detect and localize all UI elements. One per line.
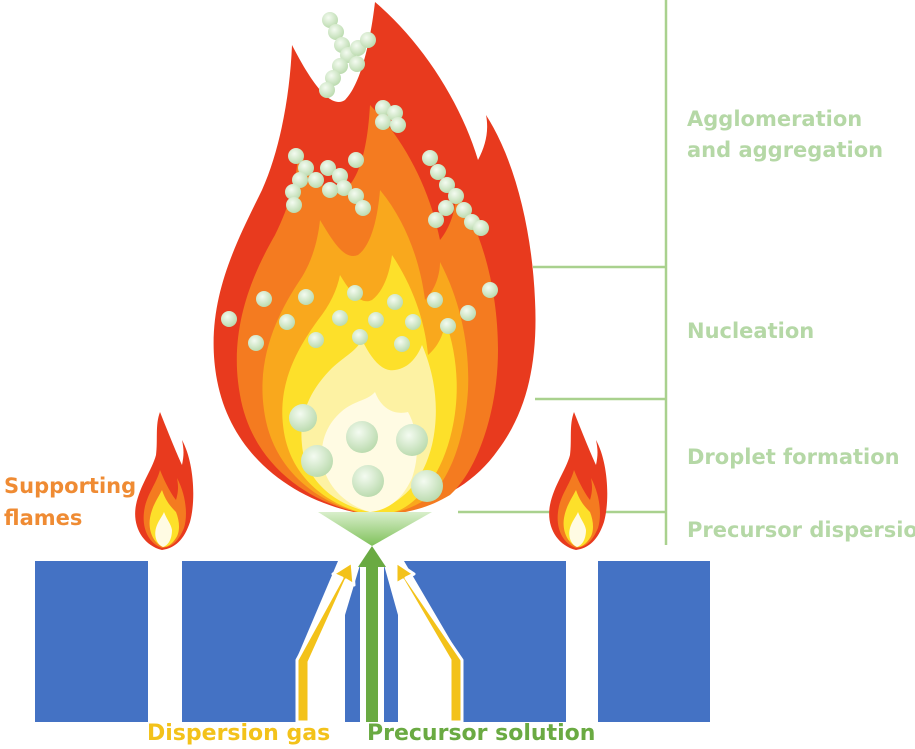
supporting-flame-right	[549, 412, 608, 550]
label-supporting-line1: Supporting	[4, 474, 137, 498]
nucleus	[387, 294, 403, 310]
dispersion-cone	[318, 512, 432, 546]
burner-center-wall-right	[384, 565, 398, 722]
nucleus	[368, 312, 384, 328]
precursor-solution-arrow	[358, 546, 386, 722]
nucleus	[482, 282, 498, 298]
label-agglomeration-line2: and aggregation	[687, 138, 884, 162]
nucleus	[427, 292, 443, 308]
nucleus	[298, 289, 314, 305]
label-supporting-flames: Supporting flames	[4, 470, 136, 534]
gas-arrow-right	[394, 560, 464, 724]
agglomerate-small	[375, 100, 406, 133]
burner-block-left-inner	[182, 561, 296, 722]
nucleus	[221, 311, 237, 327]
nucleus	[347, 285, 363, 301]
agglomerate-left	[285, 148, 371, 216]
burner-center-channel-left	[296, 561, 338, 660]
burner-block-left-outer	[35, 561, 148, 722]
label-precursor-solution: Precursor solution	[367, 721, 596, 746]
agglomerates	[285, 12, 489, 236]
nucleus	[460, 305, 476, 321]
agglomerate-top	[319, 12, 376, 98]
droplets	[289, 404, 443, 502]
droplet	[411, 470, 443, 502]
nuclei	[221, 282, 498, 352]
gas-arrow-left	[295, 560, 356, 724]
label-agglomeration-line1: Agglomeration	[687, 107, 863, 131]
burner-block-right-outer	[598, 561, 710, 722]
solution-arrowhead	[358, 546, 386, 567]
label-agglomeration: Agglomeration and aggregation	[687, 104, 883, 166]
nucleus	[352, 329, 368, 345]
label-dispersion-gas: Dispersion gas	[147, 721, 331, 746]
nucleus	[440, 318, 456, 334]
nucleus	[256, 291, 272, 307]
supporting-flame-left	[135, 412, 194, 550]
precursor-dispersion-cone	[318, 512, 432, 546]
label-nucleation: Nucleation	[687, 319, 815, 343]
nucleus	[248, 335, 264, 351]
dispersion-gas-arrows	[295, 560, 464, 724]
droplet	[289, 404, 317, 432]
nucleus	[308, 332, 324, 348]
agglomerate-right	[422, 150, 489, 236]
nucleus	[405, 314, 421, 330]
nucleus	[394, 336, 410, 352]
droplet	[346, 421, 378, 453]
solution-shaft	[366, 565, 378, 722]
label-supporting-line2: flames	[4, 506, 83, 530]
label-precursor-dispersion: Precursor dispersion	[687, 518, 915, 542]
droplet	[301, 445, 333, 477]
burner-block-right-inner	[404, 561, 566, 722]
nucleus	[279, 314, 295, 330]
label-droplet-formation: Droplet formation	[687, 445, 900, 469]
nucleus	[332, 310, 348, 326]
burner	[35, 561, 710, 722]
droplet	[396, 424, 428, 456]
droplet	[352, 465, 384, 497]
burner-center-wall-left	[345, 565, 360, 722]
flame-core-white	[321, 392, 417, 512]
